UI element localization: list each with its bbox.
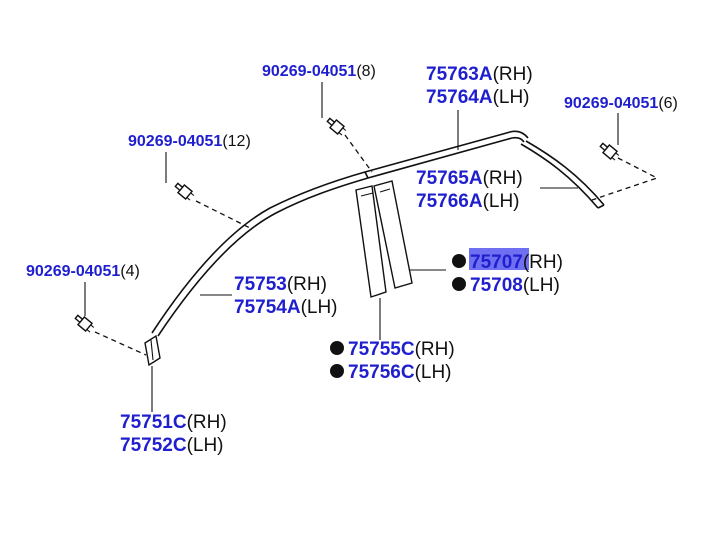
label-roof-molding-rh: 75763A(RH) bbox=[426, 64, 533, 85]
bullet-center-pillar-lh bbox=[330, 364, 344, 378]
label-clip-lower-left: 90269-04051(4) bbox=[26, 263, 140, 280]
label-rear-molding-rh: 75765A(RH) bbox=[416, 168, 523, 189]
clip-lower-left-icon bbox=[74, 314, 95, 333]
clip-top-icon bbox=[326, 117, 347, 136]
front-lower-piece-shape bbox=[144, 334, 161, 367]
label-pillar-garnish-rh: 75707(RH) bbox=[470, 252, 563, 273]
bullet-pillar-garnish-rh bbox=[452, 254, 466, 268]
label-front-piece-rh: 75751C(RH) bbox=[120, 412, 227, 433]
clip-upper-left-icon bbox=[174, 182, 195, 201]
label-center-pillar-lh: 75756C(LH) bbox=[348, 362, 452, 383]
label-front-piece-lh: 75752C(LH) bbox=[120, 435, 224, 456]
label-rear-molding-lh: 75766A(LH) bbox=[416, 191, 520, 212]
highlight-pillar-garnish-rh bbox=[469, 248, 529, 270]
bullet-pillar-garnish-lh bbox=[452, 277, 466, 291]
center-pillar-shape bbox=[355, 185, 387, 298]
leader-lines bbox=[84, 82, 619, 412]
clip-right-icon bbox=[599, 142, 620, 161]
label-clip-top: 90269-04051(8) bbox=[262, 63, 376, 80]
rear-molding-strip bbox=[520, 140, 605, 209]
bullet-center-pillar-rh bbox=[330, 341, 344, 355]
label-windshield-molding-lh: 75754A(LH) bbox=[234, 297, 338, 318]
roof-molding-strip bbox=[151, 130, 529, 337]
label-windshield-molding-rh: 75753(RH) bbox=[234, 274, 327, 295]
label-pillar-garnish-lh: 75708(LH) bbox=[470, 275, 560, 296]
dashed-connectors bbox=[94, 134, 659, 356]
label-clip-upper-left: 90269-04051(12) bbox=[128, 133, 251, 150]
label-clip-right: 90269-04051(6) bbox=[564, 95, 678, 112]
label-roof-molding-lh: 75764A(LH) bbox=[426, 87, 530, 108]
label-center-pillar-rh: 75755C(RH) bbox=[348, 339, 455, 360]
pillar-garnish-shape bbox=[373, 180, 413, 289]
